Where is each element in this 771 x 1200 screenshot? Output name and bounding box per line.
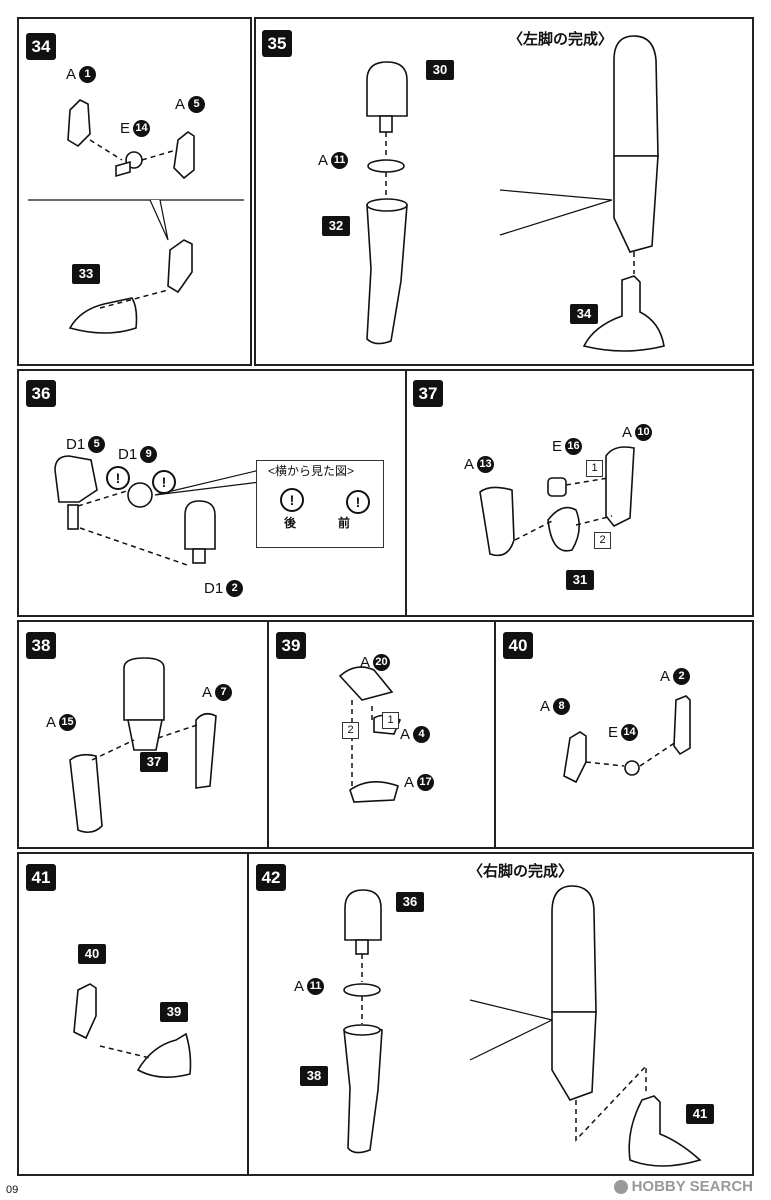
- left-leg-complete-title: 〈左脚の完成〉: [508, 31, 614, 48]
- part-a11-washer-2: [343, 983, 381, 997]
- callout-30: 30: [426, 60, 454, 80]
- part-32-shin: [366, 199, 408, 345]
- part-e14-cap-2: [624, 760, 640, 776]
- part-a2-joint: [673, 695, 691, 756]
- warning-icon: !: [280, 488, 304, 512]
- part-a1-hip-joint: [67, 99, 91, 148]
- part-33-foot: [68, 297, 138, 334]
- step-40-number: 40: [503, 632, 533, 659]
- part-40-ankle: [73, 983, 97, 1040]
- order-1: 1: [382, 712, 399, 729]
- callout-38: 38: [300, 1066, 328, 1086]
- callout-37: 37: [140, 752, 168, 772]
- part-d1-2-peg: [184, 500, 216, 550]
- part-e16-cap: [547, 477, 567, 497]
- right-leg-complete-title: 〈右脚の完成〉: [468, 863, 574, 880]
- step-42-number: 42: [256, 864, 286, 891]
- side-view-title: <横から見た図>: [268, 464, 355, 478]
- step-36-number: 36: [26, 380, 56, 407]
- warning-icon: !: [106, 466, 130, 490]
- watermark: HOBBY SEARCH: [613, 1178, 753, 1195]
- step-34-number: 34: [26, 33, 56, 60]
- order-2: 2: [342, 722, 359, 739]
- step-38-number: 38: [26, 632, 56, 659]
- part-a5-ankle-joint: [173, 131, 195, 180]
- step-41-number: 41: [26, 864, 56, 891]
- part-39-foot: [136, 1032, 192, 1078]
- callout-34: 34: [570, 304, 598, 324]
- callout-33: 33: [72, 264, 100, 284]
- side-view-back-label: 後: [284, 516, 297, 530]
- warning-icon: !: [152, 470, 176, 494]
- callout-32: 32: [322, 216, 350, 236]
- order-2: 2: [594, 532, 611, 549]
- callout-36: 36: [396, 892, 424, 912]
- step-37-number: 37: [413, 380, 443, 407]
- step-41-panel: [17, 852, 249, 1176]
- part-a17-sole: [349, 781, 399, 803]
- part-38-shin: [343, 1025, 383, 1154]
- step-35-panel: [254, 17, 754, 366]
- final-right-thigh: [551, 885, 597, 1013]
- step-35-number: 35: [262, 30, 292, 57]
- part-a15-shin-armor: [69, 753, 103, 834]
- part-a8-ankle: [563, 731, 587, 784]
- callout-40: 40: [78, 944, 106, 964]
- callout-31: 31: [566, 570, 594, 590]
- part-31-knee-cap: [547, 506, 580, 552]
- part-a7-calf: [195, 712, 217, 789]
- part-30-knee-top: [366, 61, 408, 117]
- step-39-number: 39: [276, 632, 306, 659]
- part-37-knee-assembly: [123, 657, 165, 721]
- callout-41: 41: [686, 1104, 714, 1124]
- part-a10-joint: [605, 446, 635, 528]
- order-1: 1: [586, 460, 603, 477]
- side-view-front-label: 前: [338, 516, 351, 530]
- warning-icon: !: [346, 490, 370, 514]
- final-right-foot: [628, 1095, 702, 1167]
- part-a13-thigh-armor: [479, 486, 515, 557]
- part-a11-washer: [367, 159, 405, 173]
- part-36-knee-top: [344, 889, 382, 941]
- step-42-panel: [247, 852, 754, 1176]
- final-left-thigh: [613, 35, 659, 157]
- watermark-logo-icon: [613, 1179, 628, 1194]
- part-d1-5-socket: [54, 455, 98, 503]
- part-a20-heel: [338, 666, 394, 701]
- callout-39: 39: [160, 1002, 188, 1022]
- part-d1-9-ball: [127, 482, 153, 508]
- page-number: 09: [6, 1184, 19, 1196]
- watermark-text: HOBBY SEARCH: [631, 1178, 753, 1195]
- final-left-foot: [582, 275, 665, 352]
